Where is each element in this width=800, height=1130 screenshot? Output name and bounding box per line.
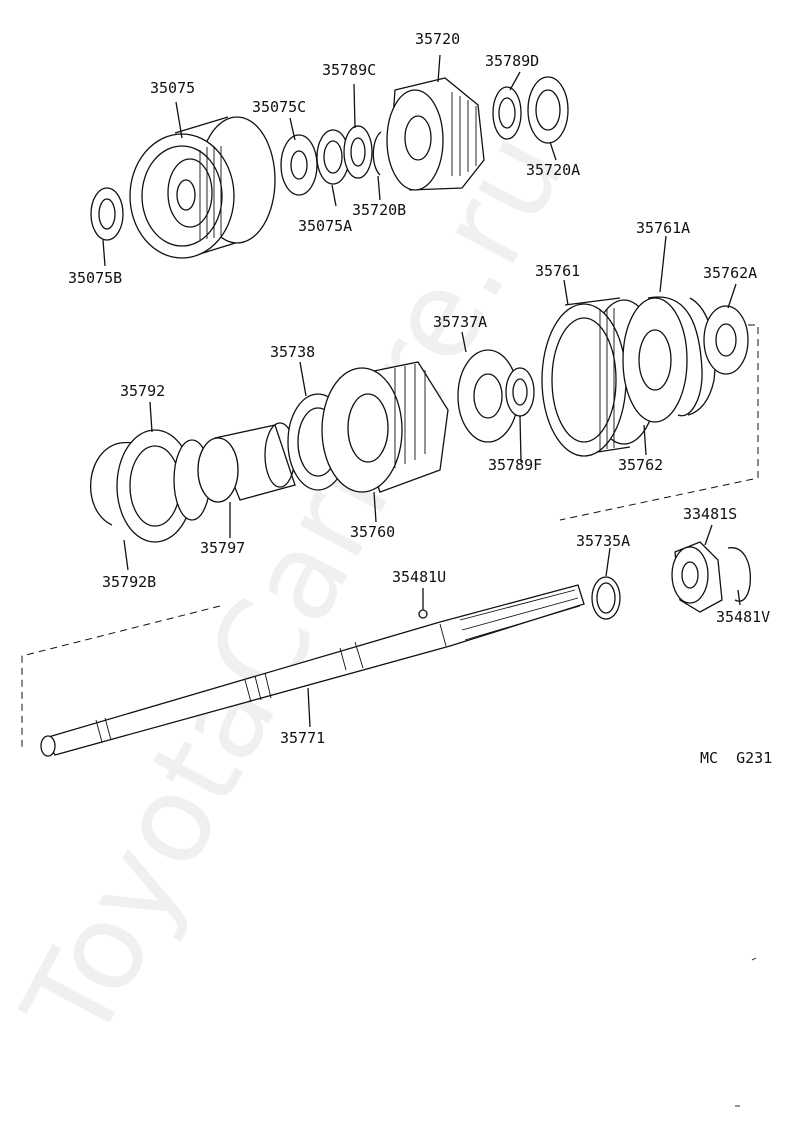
part-35789c-race (343, 125, 373, 179)
label-35792b: 35792B (102, 573, 156, 591)
watermark: ToyotaCarHire.ru (0, 110, 593, 1064)
part-35789d-race (492, 86, 522, 140)
label-35761a: 35761A (636, 219, 690, 237)
label-35075c: 35075C (252, 98, 306, 116)
part-35720-planetary-carrier (386, 77, 485, 191)
label-35761: 35761 (535, 262, 580, 280)
part-35720a-bearing (527, 76, 569, 144)
label-35762: 35762 (618, 456, 663, 474)
dashed-boundary-left (21, 605, 221, 748)
leader-lines (102, 54, 741, 728)
part-35771-shaft (40, 584, 585, 757)
label-35720a: 35720A (526, 161, 580, 179)
label-35789c: 35789C (322, 61, 376, 79)
label-35075a: 35075A (298, 217, 352, 235)
label-35481u: 35481U (392, 568, 446, 586)
label-35075b: 35075B (68, 269, 122, 287)
part-labels: 35075 35075B 35075C 35075A 35789C 35720 … (68, 30, 772, 767)
part-35797-sleeve (197, 422, 296, 503)
label-35075: 35075 (150, 79, 195, 97)
label-35720b: 35720B (352, 201, 406, 219)
part-35762-gear (622, 297, 688, 423)
part-35075-clutch-drum (129, 116, 276, 259)
part-35762a-snap-ring (687, 297, 749, 416)
stray-mark (751, 957, 757, 961)
label-35738: 35738 (270, 343, 315, 361)
label-35735a: 35735A (576, 532, 630, 550)
label-35720: 35720 (415, 30, 460, 48)
dashed-boundary-right (559, 324, 759, 521)
label-35797: 35797 (200, 539, 245, 557)
part-35735a-seal-ring (591, 576, 621, 620)
part-35075b-washer (90, 187, 124, 241)
part-33481s-drive-gear (671, 541, 723, 613)
label-35771: 35771 (280, 729, 325, 747)
part-35481v-snap-ring (727, 547, 751, 602)
label-35792: 35792 (120, 382, 165, 400)
part-35792-ring (90, 429, 211, 543)
part-35481u-ball (418, 609, 428, 619)
label-35760: 35760 (350, 523, 395, 541)
label-35737a: 35737A (433, 313, 487, 331)
label-33481s: 33481S (683, 505, 737, 523)
label-35789d: 35789D (485, 52, 539, 70)
part-35075c-washer (280, 134, 318, 196)
part-35760-gear (321, 361, 449, 493)
label-35481v: 35481V (716, 608, 770, 626)
label-35762a: 35762A (703, 264, 757, 282)
figure-code: MC G231 (700, 749, 772, 767)
part-35789f-race (505, 367, 535, 417)
part-35075a-bearing (316, 129, 350, 185)
part-35720b-snap-ring (372, 131, 382, 176)
label-35789f: 35789F (488, 456, 542, 474)
part-35761a-snap-ring (647, 296, 703, 417)
